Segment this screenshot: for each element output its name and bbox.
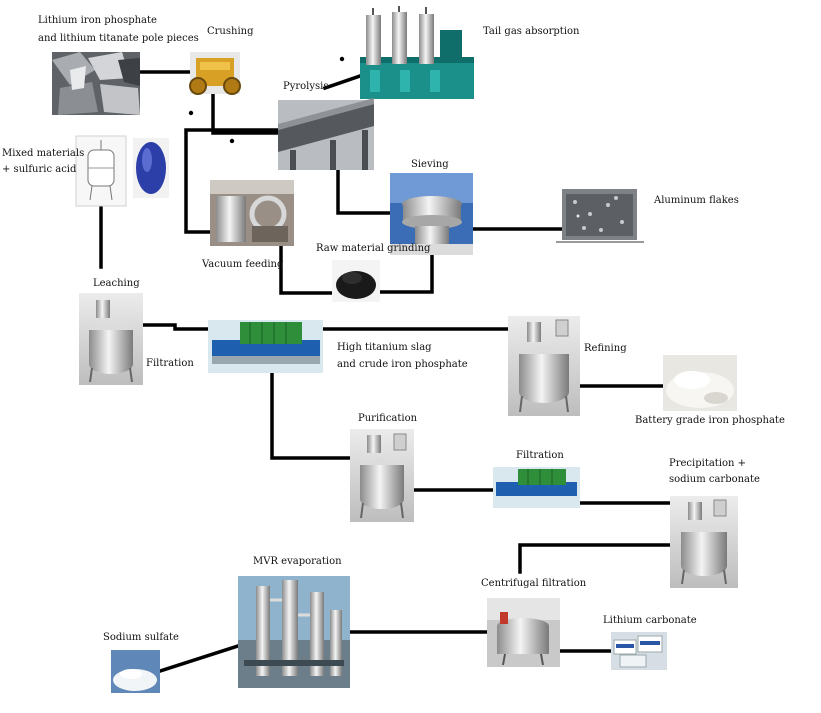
label-lfp-pieces-line2: and lithium titanate pole pieces — [38, 33, 199, 44]
label-leaching: Leaching — [93, 278, 140, 289]
flow-connectors — [99, 70, 672, 674]
reactor-vessel-photo — [350, 429, 414, 522]
label-filtration-1: Filtration — [146, 358, 194, 369]
label-tail-gas: Tail gas absorption — [483, 26, 580, 37]
vibrating-sieve-photo — [390, 173, 473, 255]
aluminum-flakes-photo — [556, 189, 644, 243]
label-mixed-line1: Mixed materials — [2, 148, 85, 159]
label-battery-fp: Battery grade iron phosphate — [635, 415, 785, 426]
mvr-evaporator-photo — [238, 576, 350, 688]
label-centrifugal: Centrifugal filtration — [481, 578, 587, 589]
label-filtration-2: Filtration — [516, 450, 564, 461]
label-vacuum-feeding: Vacuum feeding — [202, 259, 284, 270]
connector — [518, 543, 672, 574]
filter-press-photo — [208, 320, 323, 373]
black-powder-photo — [332, 260, 380, 302]
label-mixed-line2: + sulfuric acid — [2, 164, 77, 175]
centrifuge-photo — [487, 598, 560, 667]
label-slag-line1: High titanium slag — [337, 342, 432, 353]
connector — [211, 93, 280, 135]
label-sodium-sulfate: Sodium sulfate — [103, 632, 179, 643]
reactor-vessel-photo — [508, 316, 580, 416]
label-precip-line2: sodium carbonate — [669, 474, 760, 485]
white-powder-photo — [663, 355, 737, 411]
label-aluminum-flakes: Aluminum flakes — [654, 195, 739, 206]
connector-dot — [339, 56, 345, 62]
reactor-vessel-drawing — [75, 135, 127, 207]
label-purification: Purification — [358, 413, 418, 424]
connector — [184, 128, 280, 234]
filter-press-photo — [493, 467, 580, 508]
sodium-sulfate-photo — [111, 650, 160, 693]
metal-scrap-photo — [52, 52, 140, 115]
connector — [157, 643, 241, 674]
label-raw-grinding: Raw material grinding — [316, 243, 431, 254]
gas-scrubber-towers-photo — [360, 6, 474, 99]
label-refining: Refining — [584, 343, 627, 354]
label-crushing: Crushing — [207, 26, 254, 37]
connector-dot — [188, 110, 194, 116]
label-mvr: MVR evaporation — [253, 556, 342, 567]
connector — [279, 244, 334, 295]
vacuum-feeder-photo — [210, 180, 294, 246]
connector — [321, 324, 512, 331]
blue-storage-tank-photo — [133, 138, 169, 198]
label-slag-line2: and crude iron phosphate — [337, 359, 468, 370]
label-lfp-pieces-line1: Lithium iron phosphate — [38, 15, 157, 26]
connector — [270, 371, 352, 460]
connector — [336, 166, 392, 215]
rotary-kiln-photo — [278, 98, 374, 170]
label-precip-line1: Precipitation + — [669, 458, 747, 469]
label-sieving: Sieving — [411, 159, 449, 170]
connector-dot — [229, 138, 235, 144]
label-lithium-carbonate: Lithium carbonate — [603, 615, 697, 626]
label-pyrolysis: Pyrolysis — [283, 81, 329, 92]
connector — [322, 73, 363, 91]
reactor-vessel-photo — [79, 293, 143, 385]
reactor-vessel-photo — [670, 496, 738, 588]
product-bags-photo — [611, 632, 667, 670]
jaw-crusher-photo — [189, 52, 241, 95]
connector — [378, 253, 434, 294]
connector — [141, 323, 210, 331]
